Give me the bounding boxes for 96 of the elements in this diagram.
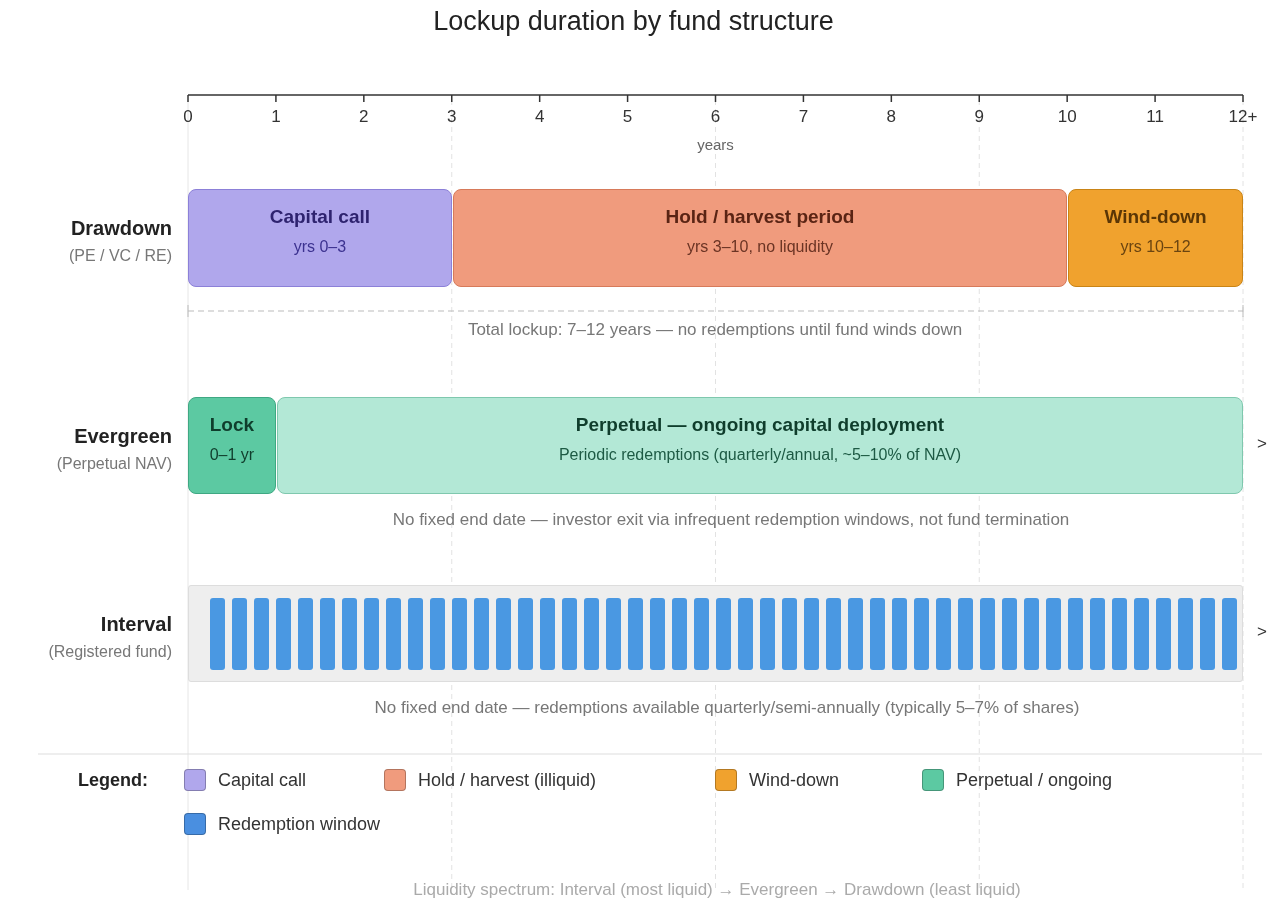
redemption-window-bar <box>782 598 797 670</box>
redemption-window-bar <box>936 598 951 670</box>
legend-label: Hold / harvest (illiquid) <box>418 770 597 791</box>
redemption-window-bar <box>804 598 819 670</box>
direction-arrow: > <box>1257 434 1267 454</box>
bar-subtitle: yrs 3–10, no liquidity <box>687 238 833 256</box>
legend-label: Redemption window <box>218 814 381 835</box>
redemption-window-bar <box>1112 598 1127 670</box>
redemption-window-bar <box>408 598 423 670</box>
tick-label: 11 <box>1146 107 1164 127</box>
bar-title: Hold / harvest period <box>665 206 855 228</box>
redemption-window-bar <box>628 598 643 670</box>
phase-bar <box>1068 189 1243 287</box>
bar-subtitle: yrs 0–3 <box>293 238 347 256</box>
redemption-window-bar <box>276 598 291 670</box>
redemption-window-bar <box>848 598 863 670</box>
redemption-window-bar <box>320 598 335 670</box>
redemption-window-bar <box>1222 598 1237 670</box>
direction-arrow: > <box>1257 622 1267 642</box>
legend-label: Capital call <box>218 770 307 791</box>
chart-title: Lockup duration by fund structure <box>432 6 835 37</box>
legend-label: Wind-down <box>749 770 840 791</box>
tick-label: 4 <box>534 107 545 127</box>
bar-subtitle: Periodic redemptions (quarterly/annual, ~5–10% of NAV) <box>558 446 961 464</box>
tick-label: 10 <box>1057 107 1077 127</box>
redemption-window-bar <box>826 598 841 670</box>
note: Total lockup: 7–12 years — no redemptions until fund winds down <box>467 320 963 340</box>
tick-label: 1 <box>271 107 281 127</box>
note: No fixed end date — investor exit via infrequent redemption windows, not fund termination <box>392 510 1070 530</box>
tick-label: 2 <box>359 107 369 127</box>
interval-track <box>188 585 1243 682</box>
redemption-window-bar <box>1024 598 1039 670</box>
phase-bar <box>188 189 452 287</box>
phase-bar <box>452 189 1068 287</box>
redemption-window-bar <box>584 598 599 670</box>
redemption-window-bar <box>1156 598 1171 670</box>
tick-label: 9 <box>974 107 984 127</box>
axis-unit: years <box>697 136 734 153</box>
redemption-window-bar <box>1068 598 1083 670</box>
redemption-window-bar <box>540 598 555 670</box>
tick-label: 8 <box>886 107 897 127</box>
redemption-window-bar <box>760 598 775 670</box>
tick-label: 0 <box>183 107 193 127</box>
redemption-window-bar <box>980 598 995 670</box>
row-heading: Interval <box>100 613 172 636</box>
redemption-window-bar <box>958 598 973 670</box>
row-subheading: (Perpetual NAV) <box>56 455 172 473</box>
redemption-window-bar <box>452 598 467 670</box>
bar-subtitle: 0–1 yr <box>209 446 255 464</box>
redemption-window-bar <box>342 598 357 670</box>
phase-bar <box>276 397 1243 494</box>
bar-title: Capital call <box>269 206 371 228</box>
tick-label: 6 <box>710 107 721 127</box>
redemption-window-bar <box>254 598 269 670</box>
redemption-window-bar <box>474 598 489 670</box>
redemption-window-bar <box>518 598 533 670</box>
redemption-window-bar <box>870 598 885 670</box>
bar-title: Perpetual — ongoing capital deployment <box>575 414 945 436</box>
redemption-window-bar <box>232 598 247 670</box>
redemption-window-bar <box>364 598 379 670</box>
redemption-window-bar <box>1090 598 1105 670</box>
redemption-window-bar <box>606 598 621 670</box>
redemption-window-bar <box>694 598 709 670</box>
bar-title: Lock <box>209 414 255 436</box>
redemption-window-bar <box>738 598 753 670</box>
redemption-window-bar <box>1134 598 1149 670</box>
tick-label: 3 <box>447 107 457 127</box>
tick-label: 12+ <box>1228 107 1258 127</box>
redemption-window-bar <box>914 598 929 670</box>
redemption-window-bar <box>386 598 401 670</box>
redemption-window-bar <box>716 598 731 670</box>
redemption-window-bar <box>1046 598 1061 670</box>
phase-bar <box>188 397 276 494</box>
redemption-window-bar <box>1178 598 1193 670</box>
bar-subtitle: yrs 10–12 <box>1120 238 1191 256</box>
redemption-window-bar <box>650 598 665 670</box>
redemption-window-bar <box>892 598 907 670</box>
row-heading: Evergreen <box>74 425 172 448</box>
legend-heading: Legend: <box>78 770 148 791</box>
tick-label: 7 <box>798 107 809 127</box>
redemption-window-bar <box>430 598 445 670</box>
legend-label: Perpetual / ongoing <box>956 770 1113 791</box>
redemption-window-bar <box>562 598 577 670</box>
redemption-window-bar <box>1200 598 1215 670</box>
redemption-window-bar <box>1002 598 1017 670</box>
tick-label: 5 <box>622 107 633 127</box>
note: No fixed end date — redemptions available quarterly/semi-annually (typically 5–7% of shares) <box>374 698 1080 718</box>
bar-title: Wind-down <box>1104 206 1207 228</box>
redemption-window-bar <box>496 598 511 670</box>
row-subheading: (Registered fund) <box>48 643 172 661</box>
row-heading: Drawdown <box>70 217 172 240</box>
redemption-window-bar <box>210 598 225 670</box>
redemption-window-bar <box>672 598 687 670</box>
redemption-window-bar <box>298 598 313 670</box>
footer-note: Liquidity spectrum: Interval (most liquid) → Evergreen → Drawdown (least liquid) <box>413 880 1021 900</box>
row-subheading: (PE / VC / RE) <box>68 247 172 265</box>
